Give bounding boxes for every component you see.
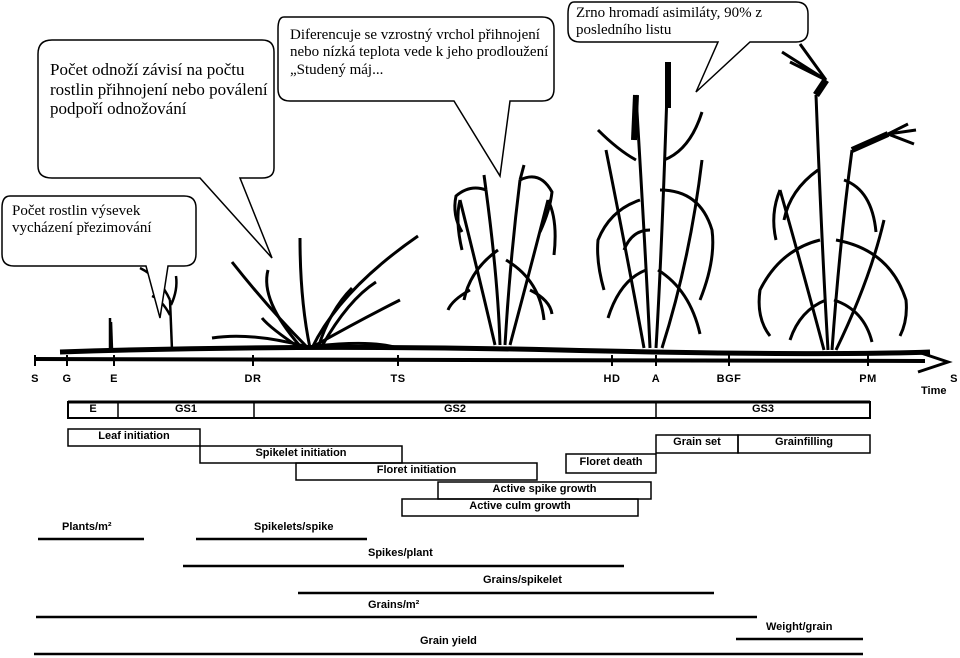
stage-gs3-label: GS3 (751, 403, 774, 415)
tick-label-maturity: PM (859, 373, 877, 385)
tick-label-sowing: S (31, 373, 39, 385)
time-axis (33, 357, 926, 363)
plant-heading (596, 61, 715, 349)
phase-spikelet-initiation: Spikelet initiation (255, 447, 347, 459)
time-axis-label: Time (921, 385, 947, 397)
plant-tillering (211, 234, 419, 350)
bubble-plants-text: Počet rostlin výsevek vycházení přezimov… (12, 203, 152, 237)
tick-label-terminal-spikelet: TS (390, 373, 406, 385)
phase-active-spike-growth: Active spike growth (492, 483, 597, 495)
tick-label-germination: G (62, 373, 72, 385)
phase-leaf-initiation: Leaf initiation (98, 430, 170, 442)
component-plants-m2: Plants/m² (62, 521, 112, 533)
stage-gs2-label: GS2 (443, 403, 466, 415)
bubble-plants-shape (1, 195, 197, 319)
soil-line (59, 344, 931, 357)
phase-boxes (67, 428, 871, 517)
component-spikes-plant: Spikes/plant (368, 547, 433, 559)
bubble-tillers-shape (37, 39, 275, 259)
tick-label-anthesis: A (651, 373, 661, 385)
tick-label-heading: HD (603, 373, 621, 385)
bubble-grain-shape (567, 1, 809, 93)
component-grains-spikelet: Grains/spikelet (483, 574, 562, 586)
component-grains-m2: Grains/m² (368, 599, 420, 611)
phase-floret-death: Floret death (579, 456, 643, 468)
plant-emergence (108, 318, 114, 351)
bubble-tillers-text: Počet odnoží závisí na počtu rostlin při… (50, 60, 268, 119)
stage-bar (67, 400, 871, 419)
bubble-apex-shape (277, 16, 555, 179)
axis-tick-marks (34, 355, 869, 366)
stage-e-label: E (89, 403, 97, 415)
tick-label-double-ridge: DR (244, 373, 262, 385)
component-weight-grain: Weight/grain (766, 621, 833, 633)
bubble-apex-text: Diferencuje se vzrostný vrchol přihnojen… (290, 27, 549, 78)
tick-label-sowing-next: S (950, 373, 958, 385)
phase-grain-filling: Grainfilling (774, 436, 834, 448)
component-lines (34, 537, 863, 656)
component-grain-yield: Grain yield (420, 635, 477, 647)
tick-label-bgf: BGF (716, 373, 742, 385)
phase-floret-initiation: Floret initiation (376, 464, 457, 476)
component-spikelets-spike: Spikelets/spike (254, 521, 334, 533)
phase-active-culm-growth: Active culm growth (469, 500, 571, 512)
plant-elongation (446, 164, 557, 346)
tick-label-emergence: E (110, 373, 118, 385)
phase-grain-set: Grain set (673, 436, 721, 448)
stage-gs1-label: GS1 (174, 403, 197, 415)
plant-mature (757, 43, 917, 351)
time-axis-arrowhead (917, 350, 953, 374)
bubble-grain-text: Zrno hromadí asimiláty, 90% z posledního… (576, 5, 763, 39)
